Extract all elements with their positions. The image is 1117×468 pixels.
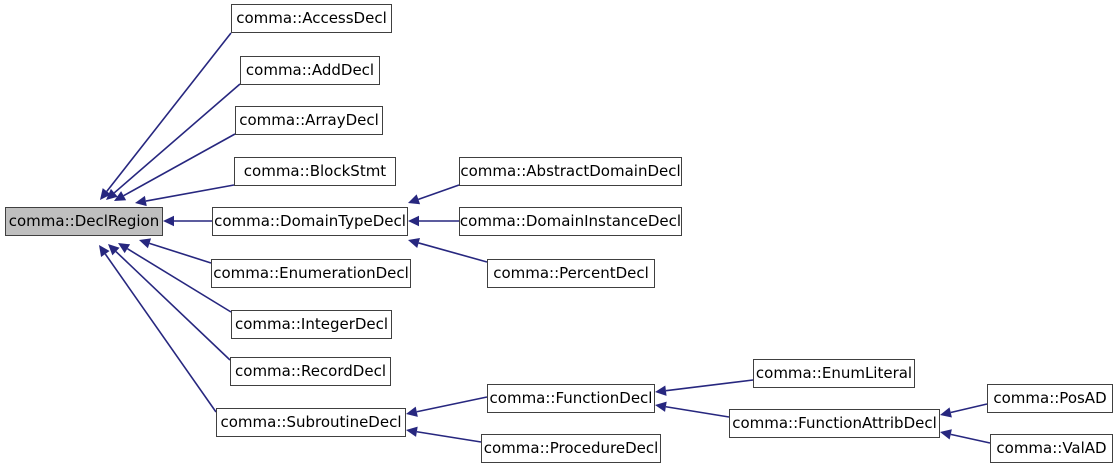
class-node-abstractdomaindecl[interactable]: comma::AbstractDomainDecl [459,157,682,186]
inheritance-edge-arraydecl-to-declregion [114,133,236,201]
class-node-label: comma::BlockStmt [243,162,387,180]
inheritance-edge-domaintypedecl-to-declregion [163,215,212,227]
class-node-domaininstancedecl[interactable]: comma::DomainInstanceDecl [459,207,682,236]
class-node-label: comma::RecordDecl [235,362,386,380]
inheritance-edge-abstractdomaindecl-to-domaintypedecl [408,184,460,205]
class-node-declregion[interactable]: comma::DeclRegion [5,207,163,236]
class-node-label: comma::FunctionAttribDecl [732,414,937,432]
class-node-posad[interactable]: comma::PosAD [987,384,1113,413]
class-node-label: comma::PosAD [993,389,1107,407]
inheritance-edge-functionattribdecl-to-functiondecl [655,401,730,418]
class-node-enumerationdecl[interactable]: comma::EnumerationDecl [211,259,411,288]
class-node-domaintypedecl[interactable]: comma::DomainTypeDecl [212,207,408,236]
inheritance-edge-posad-to-functionattribdecl [940,403,988,418]
class-node-label: comma::ValAD [996,439,1107,457]
class-node-proceduredecl[interactable]: comma::ProcedureDecl [481,434,661,463]
inheritance-edge-accessdecl-to-declregion [100,32,232,200]
inheritance-edge-adddecl-to-declregion [106,83,241,200]
inheritance-edge-percentdecl-to-domaintypedecl [408,237,488,263]
inheritance-edge-subroutinedecl-to-declregion [99,245,217,413]
class-node-integerdecl[interactable]: comma::IntegerDecl [231,310,392,339]
class-node-label: comma::AddDecl [245,61,375,79]
class-node-functiondecl[interactable]: comma::FunctionDecl [487,384,655,413]
class-node-label: comma::ProcedureDecl [483,439,659,457]
class-node-label: comma::IntegerDecl [234,315,389,333]
class-node-accessdecl[interactable]: comma::AccessDecl [231,4,392,33]
class-node-label: comma::EnumLiteral [755,364,913,382]
class-node-label: comma::PercentDecl [493,264,649,282]
class-node-label: comma::DeclRegion [8,212,160,230]
class-node-recorddecl[interactable]: comma::RecordDecl [230,357,391,386]
class-node-valad[interactable]: comma::ValAD [990,434,1113,463]
class-node-label: comma::AccessDecl [236,9,387,27]
class-node-arraydecl[interactable]: comma::ArrayDecl [235,106,383,135]
inheritance-edge-enumliteral-to-functiondecl [655,379,754,396]
inheritance-edge-domaininstancedecl-to-domaintypedecl [408,215,459,227]
class-node-subroutinedecl[interactable]: comma::SubroutineDecl [216,408,406,437]
inheritance-edge-valad-to-functionattribdecl [940,429,991,444]
class-node-enumliteral[interactable]: comma::EnumLiteral [753,359,915,388]
class-node-label: comma::DomainInstanceDecl [459,212,682,230]
class-node-label: comma::EnumerationDecl [213,264,409,282]
class-node-adddecl[interactable]: comma::AddDecl [240,56,380,85]
class-node-label: comma::AbstractDomainDecl [460,162,681,180]
inheritance-edge-proceduredecl-to-subroutinedecl [406,426,482,443]
inheritance-edge-blockstmt-to-declregion [135,184,235,207]
class-node-label: comma::SubroutineDecl [220,413,402,431]
class-node-label: comma::DomainTypeDecl [214,212,406,230]
inheritance-edge-functiondecl-to-subroutinedecl [406,396,488,417]
class-node-percentdecl[interactable]: comma::PercentDecl [487,259,655,288]
class-node-label: comma::FunctionDecl [489,389,653,407]
class-node-blockstmt[interactable]: comma::BlockStmt [234,157,396,186]
class-node-label: comma::ArrayDecl [239,111,379,129]
class-node-functionattribdecl[interactable]: comma::FunctionAttribDecl [729,409,940,438]
inheritance-edge-enumerationdecl-to-declregion [139,238,212,264]
